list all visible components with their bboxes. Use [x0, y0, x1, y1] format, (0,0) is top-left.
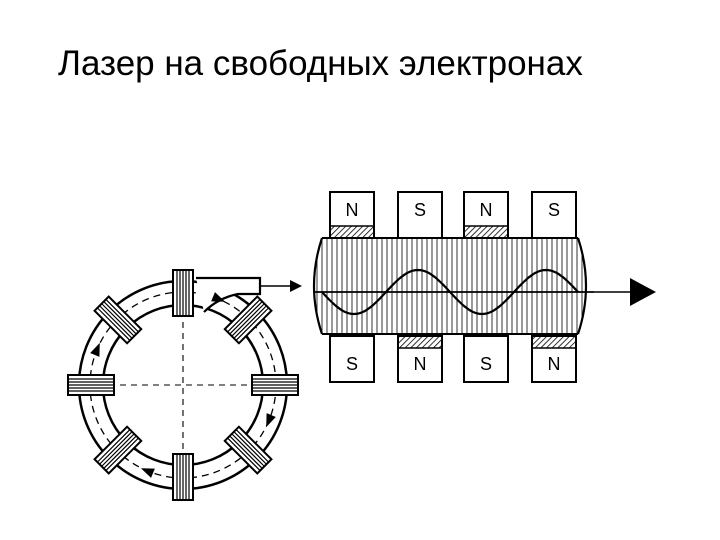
ring-magnet-coil [172, 453, 194, 501]
magnet-block-bottom-1: S [329, 335, 375, 383]
magnet-pole-label: N [346, 200, 359, 220]
magnet-pole-label: N [548, 354, 561, 374]
direction-arrow-icon [266, 413, 276, 428]
magnet-block-top-2: S [397, 191, 443, 239]
magnet-pole-label: N [414, 354, 427, 374]
magnet-pole-label: S [414, 200, 426, 220]
magnet-block-top-3: N [463, 191, 509, 239]
magnet-block-bottom-3: S [463, 335, 509, 383]
ring-magnet-coil [93, 425, 143, 475]
magnet-pole-label: S [480, 354, 492, 374]
ring-magnet-coil [223, 425, 273, 475]
magnet-block-top-1: N [329, 191, 375, 239]
direction-arrow-icon [211, 292, 226, 302]
beam-arrow-icon [290, 280, 302, 292]
ring-magnet-coil [223, 295, 273, 345]
direction-arrow-icon [90, 342, 100, 357]
magnet-block-top-4: S [531, 191, 577, 239]
ring-direction-arrows [90, 292, 276, 478]
laser-output-arrow-icon [630, 278, 656, 306]
ring-magnet-coil [67, 374, 115, 396]
magnet-pole-label: S [548, 200, 560, 220]
direction-arrow-icon [140, 468, 155, 478]
magnet-pole-label: N [480, 200, 493, 220]
magnet-pole-label: S [346, 354, 358, 374]
electron-trajectory [321, 268, 579, 316]
ring-magnet-coil [172, 269, 194, 317]
magnet-block-bottom-4: N [531, 335, 577, 383]
ring-magnet-coil [93, 295, 143, 345]
magnet-block-bottom-2: N [397, 335, 443, 383]
undulator [312, 237, 594, 335]
ring-magnet-coil [251, 374, 299, 396]
ring-magnets [67, 269, 299, 501]
slide-title: Лазер на свободных электронах [58, 44, 583, 83]
